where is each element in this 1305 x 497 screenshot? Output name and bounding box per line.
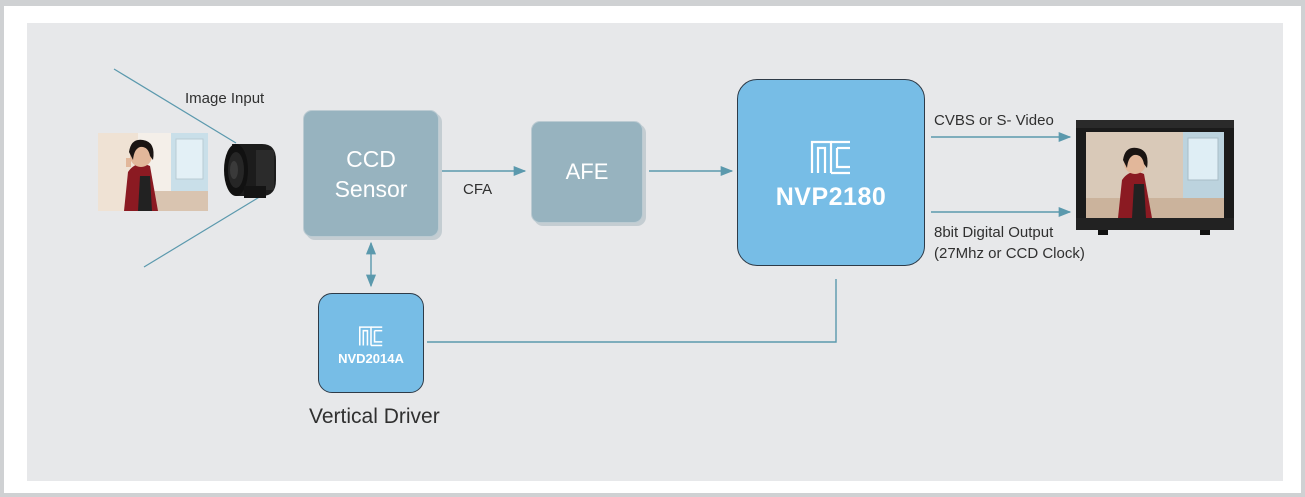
nvp2180-chip-block: NVP2180 <box>737 79 925 266</box>
afe-block: AFE <box>531 121 643 223</box>
nextchip-logo-icon-small <box>359 325 383 346</box>
digital-output-label-line1: 8bit Digital Output <box>934 224 1054 241</box>
nvd2014a-label: NVD2014A <box>338 350 404 366</box>
nvd2014a-chip-block: NVD2014A <box>318 293 424 393</box>
driver-chip-link <box>427 279 837 343</box>
diagram-panel <box>27 23 1283 481</box>
nextchip-logo-icon <box>810 140 850 175</box>
ccd-sensor-block: CCD Sensor <box>303 110 439 237</box>
cvbs-label: CVBS or S- Video <box>934 112 1054 129</box>
cfa-label: CFA <box>463 181 493 198</box>
vertical-driver-label: Vertical Driver <box>309 405 440 428</box>
afe-label: AFE <box>565 159 609 184</box>
ccd-sensor-label-line2: Sensor <box>334 175 408 202</box>
photo-icon <box>98 133 208 211</box>
input-ray-bottom <box>143 192 267 268</box>
digital-output-label-line2: (27Mhz or CCD Clock) <box>934 245 1085 262</box>
nvp2180-label: NVP2180 <box>775 183 887 211</box>
camera-lens-icon <box>224 144 276 198</box>
monitor-icon <box>1076 120 1234 235</box>
ccd-sensor-label-line1: CCD <box>346 145 396 172</box>
image-input-label: Image Input <box>185 90 265 107</box>
input-ray-top <box>113 68 237 144</box>
